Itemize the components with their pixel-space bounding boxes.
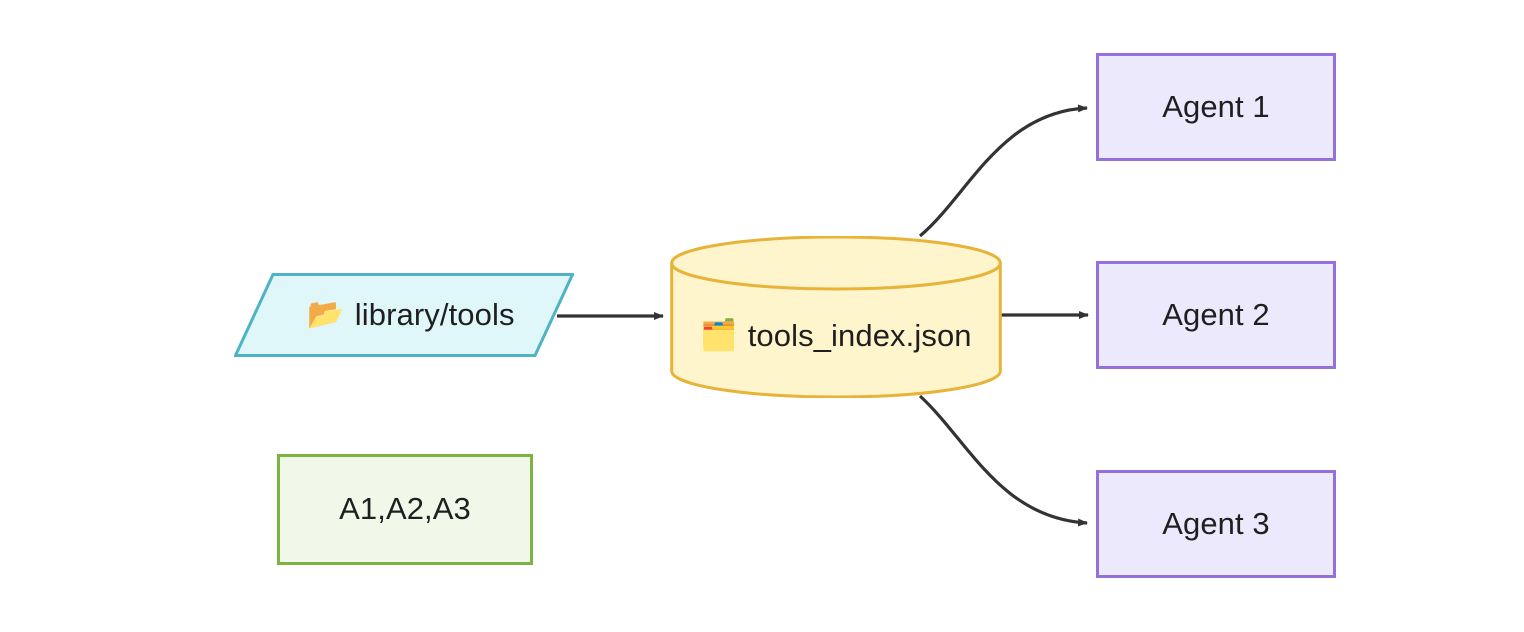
edge-tools-index-to-agent-1 <box>918 104 1088 238</box>
parallelogram-shape <box>234 273 574 357</box>
node-agent-1[interactable]: Agent 1 <box>1096 53 1336 161</box>
node-tools-index-label: tools_index.json <box>747 317 972 353</box>
node-agent-2-label: Agent 2 <box>1162 296 1270 332</box>
card-index-dividers-icon: 🗂️ <box>700 319 738 352</box>
node-agent-1-label: Agent 1 <box>1162 88 1270 124</box>
node-library-tools-label: library/tools <box>354 296 515 332</box>
cylinder-shape <box>670 236 1002 398</box>
node-agent-2[interactable]: Agent 2 <box>1096 261 1336 369</box>
node-a1a2a3-label: A1,A2,A3 <box>339 491 471 527</box>
open-file-folder-icon: 📂 <box>307 298 345 331</box>
edge-tools-index-to-agent-3 <box>918 394 1088 527</box>
node-agent-3[interactable]: Agent 3 <box>1096 470 1336 578</box>
node-agent-3-label: Agent 3 <box>1162 505 1270 541</box>
node-a1a2a3[interactable]: A1,A2,A3 <box>277 454 533 565</box>
node-tools-index[interactable]: 🗂️ tools_index.json <box>670 236 1002 398</box>
node-library-tools[interactable]: 📂 library/tools <box>234 273 574 357</box>
